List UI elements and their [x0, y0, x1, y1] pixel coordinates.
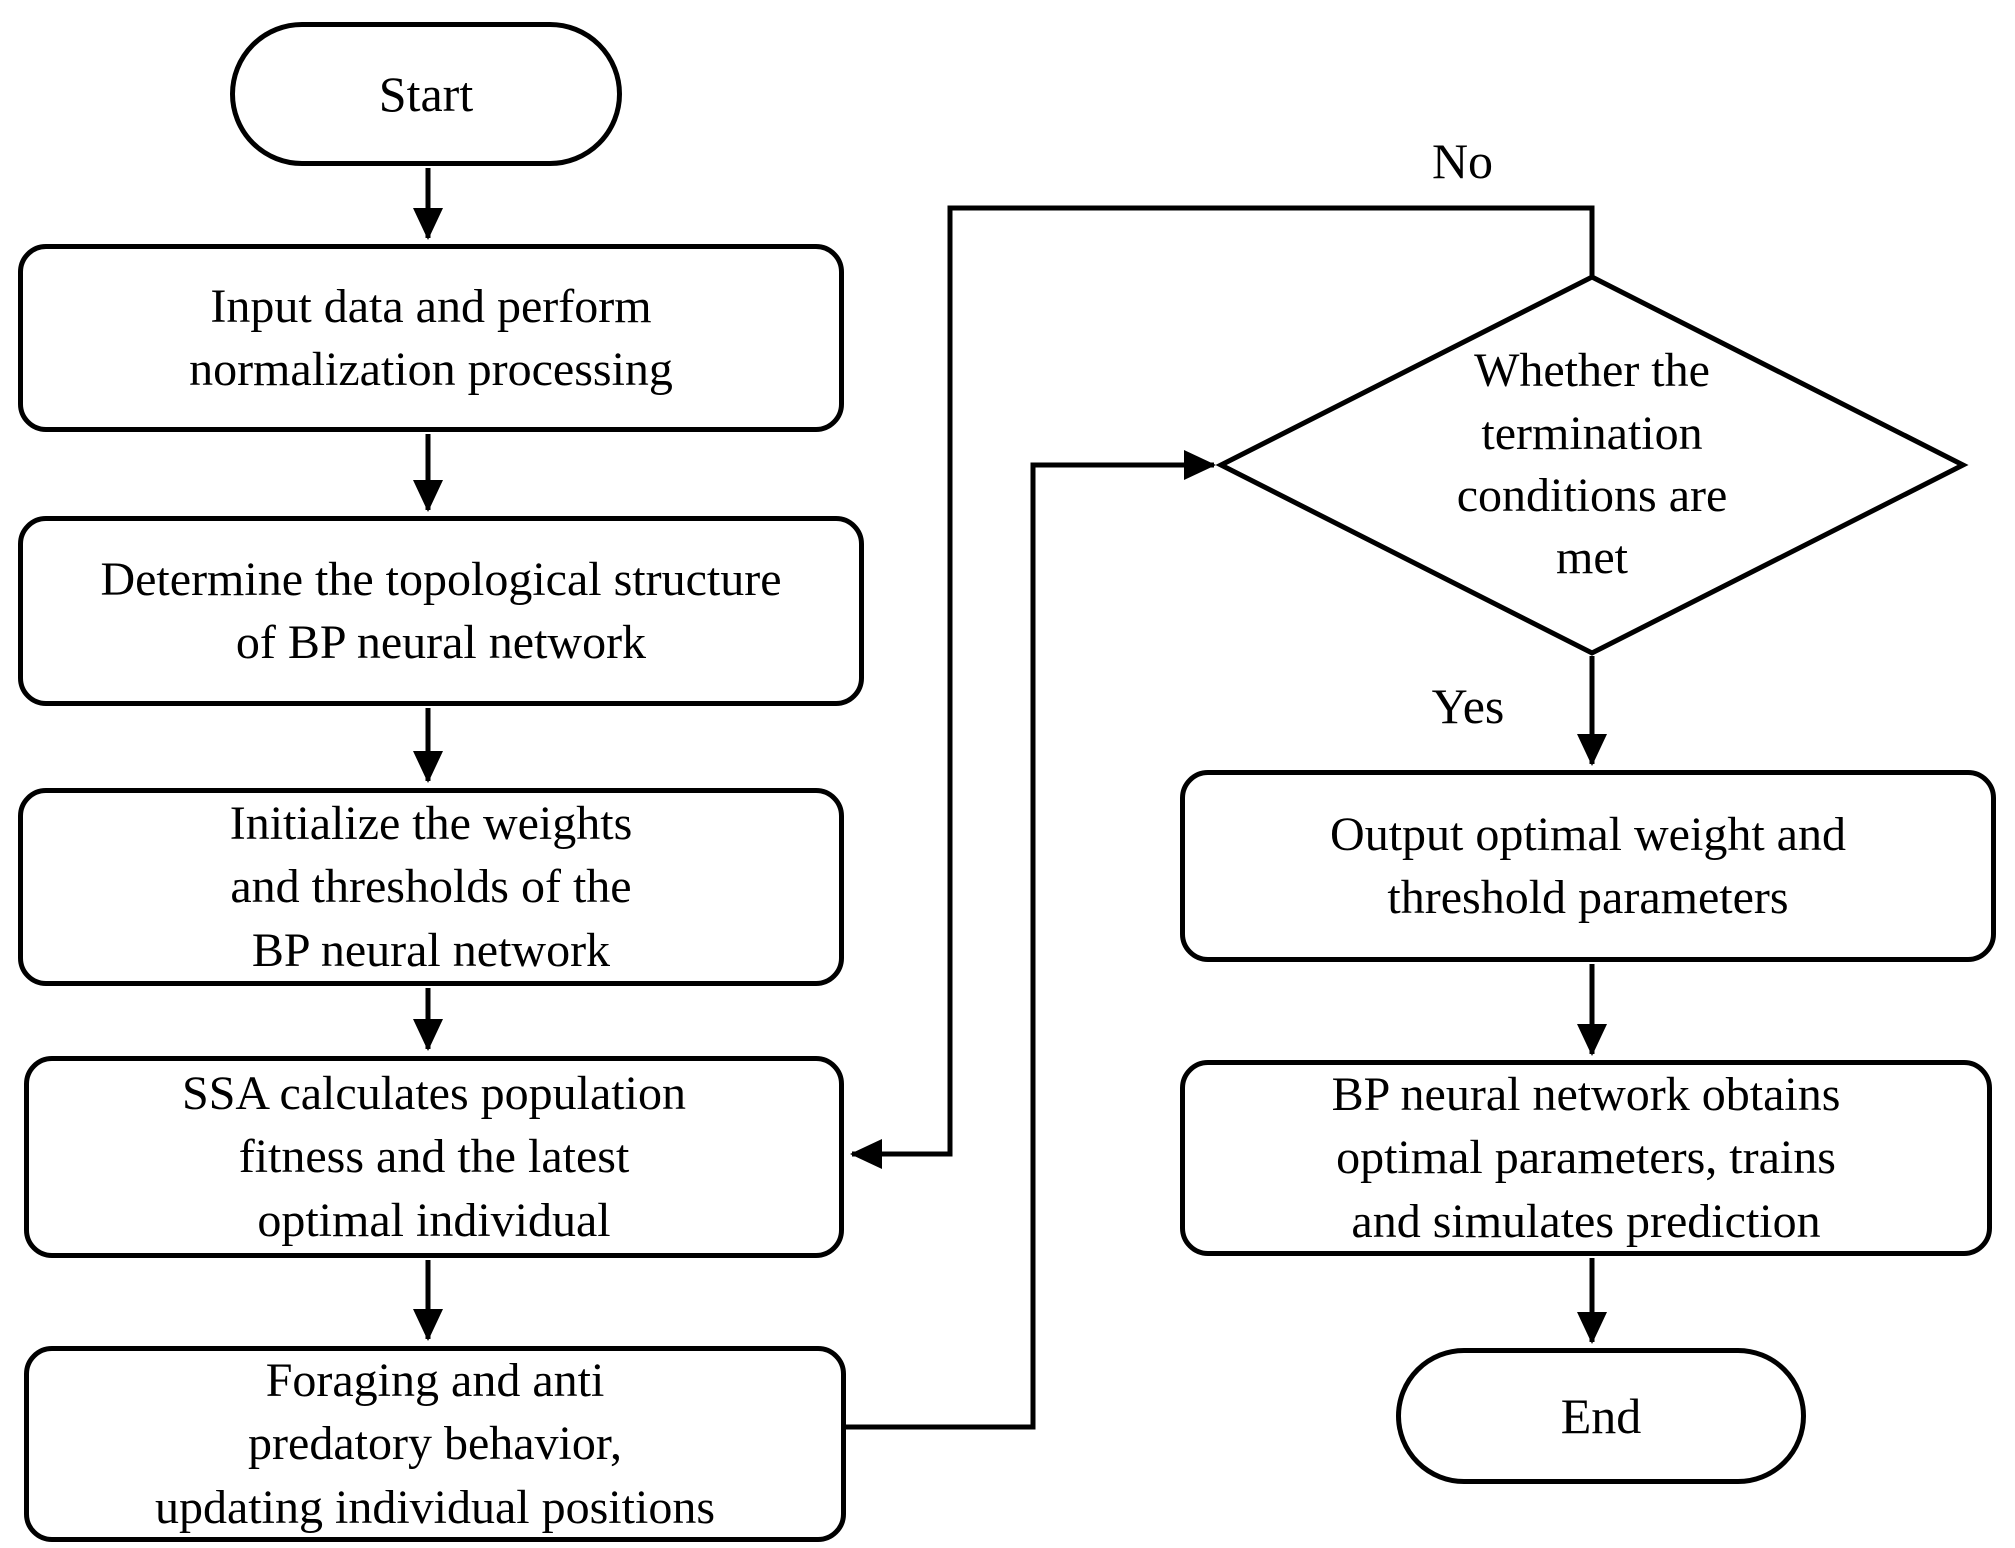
edge-label-no: No — [1431, 133, 1494, 189]
edge-foraging-to-decision — [846, 450, 1216, 1430]
node-foraging: Foraging and anti predatory behavior, up… — [24, 1346, 846, 1542]
node-ssa-fitness: SSA calculates population fitness and th… — [24, 1056, 844, 1258]
node-input-data: Input data and perform normalization pro… — [18, 244, 844, 432]
node-determine-structure: Determine the topological structure of B… — [18, 516, 864, 706]
node-bp-train-predict: BP neural network obtains optimal parame… — [1180, 1060, 1992, 1256]
edge-no-loop-to-ssa — [850, 205, 1595, 1169]
node-initialize-weights: Initialize the weights and thresholds of… — [18, 788, 844, 986]
node-end: End — [1396, 1348, 1806, 1484]
edge-label-yes: Yes — [1431, 678, 1505, 734]
node-termination-check: Whether the termination conditions are m… — [1456, 344, 1728, 585]
node-output-params: Output optimal weight and threshold para… — [1180, 770, 1996, 962]
node-start: Start — [230, 22, 622, 166]
decision-diamond-shape — [1215, 274, 1969, 656]
